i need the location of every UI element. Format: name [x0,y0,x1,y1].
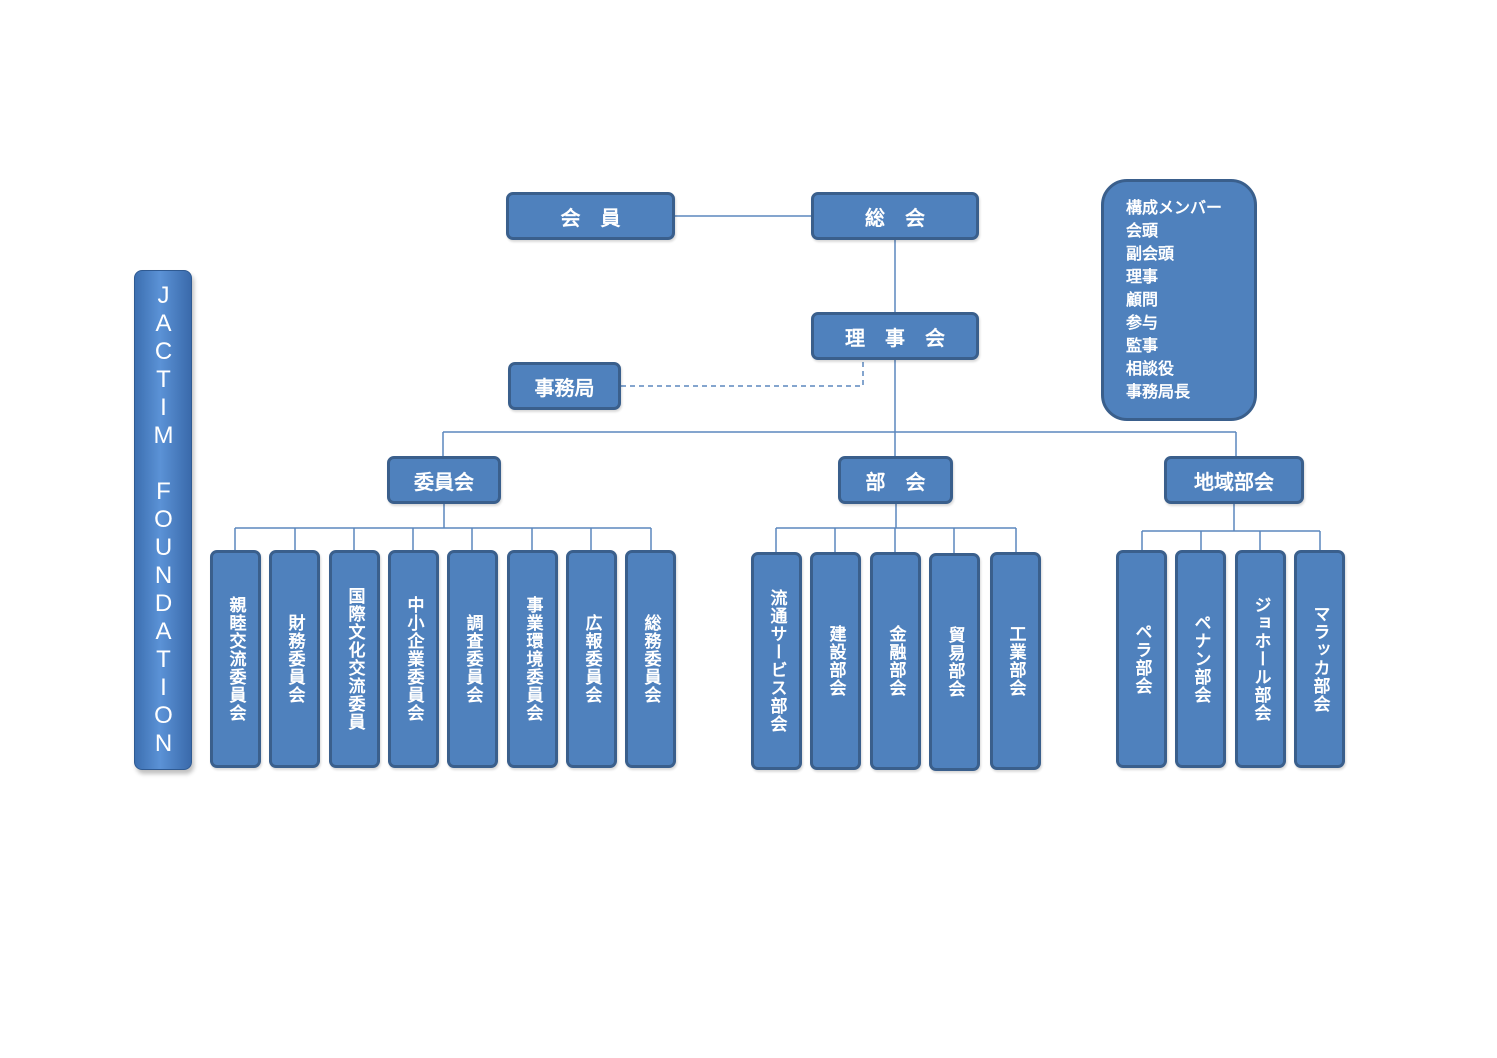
bukai-child-box: 工業部会 [990,552,1041,770]
committee-box: 中小企業委員会 [388,550,439,768]
region-box: ペラ部会 [1116,550,1167,768]
region-box: ジョホール部会 [1235,550,1286,768]
line-jimukyoku [621,360,864,387]
member-item: 会頭 [1126,221,1159,240]
members-panel: 構成メンバー 会頭 副会頭 理事 顧問 参与 監事 相談役 事務局長 [1101,179,1257,421]
committee-box: 親睦交流委員会 [210,550,261,768]
committee-box: 調査委員会 [447,550,498,768]
jactim-foundation-banner: JACTIM FOUNDATION [134,270,192,770]
iinkai-box: 委員会 [387,456,501,504]
region-box: ペナン部会 [1175,550,1226,768]
chiiki-bukai-box: 地域部会 [1164,456,1304,504]
jimukyoku-box: 事務局 [508,362,621,410]
member-item: 事務局長 [1126,382,1191,401]
committee-box: 財務委員会 [269,550,320,768]
member-item: 副会頭 [1126,244,1175,263]
bukai-child-box: 建設部会 [810,552,861,770]
region-box: マラッカ部会 [1294,550,1345,768]
member-item: 参与 [1126,313,1159,332]
members-title: 構成メンバー [1126,198,1223,217]
soukai-box: 総 会 [811,192,979,240]
bukai-child-box: 金融部会 [870,552,921,770]
committee-box: 国際文化交流委員 [329,550,380,768]
member-item: 理事 [1126,267,1159,286]
committee-box: 事業環境委員会 [507,550,558,768]
rijikai-box: 理 事 会 [811,312,979,360]
kaiin-box: 会 員 [506,192,675,240]
committee-box: 総務委員会 [625,550,676,768]
member-item: 監事 [1126,336,1159,355]
member-item: 相談役 [1126,359,1175,378]
bukai-child-box: 貿易部会 [929,553,980,771]
bukai-child-box: 流通サービス部会 [751,552,802,770]
bukai-box: 部 会 [838,456,953,504]
member-item: 顧問 [1126,290,1159,309]
committee-box: 広報委員会 [566,550,617,768]
